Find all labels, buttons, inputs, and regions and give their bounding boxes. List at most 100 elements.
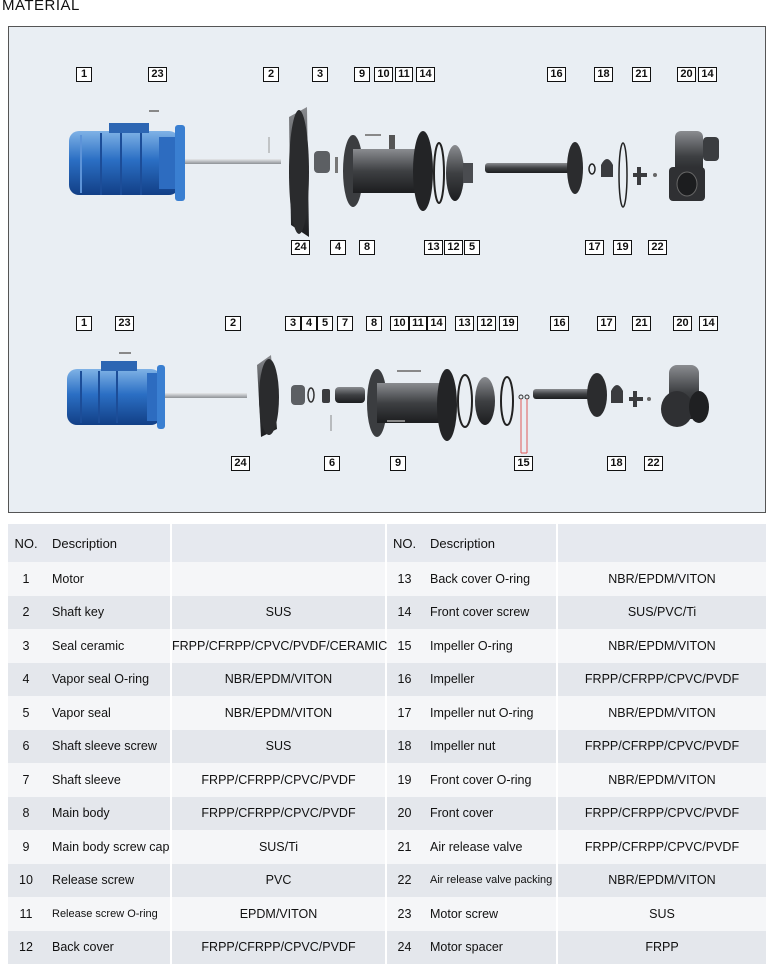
part-material: PVC [170, 863, 386, 897]
page-title: MATERIAL [2, 0, 80, 14]
part-description: Back cover [52, 940, 114, 955]
part-number: 19 [385, 763, 422, 797]
header-no: NO. [14, 535, 38, 551]
part-material: NBR/EPDM/VITON [556, 863, 766, 897]
main-body-bottom [367, 369, 457, 441]
part-description: Motor spacer [430, 940, 503, 955]
part-label: 7 [337, 316, 353, 331]
motor-bottom [67, 361, 165, 429]
part-label: 2 [225, 316, 241, 331]
part-material: NBR/EPDM/VITON [170, 696, 386, 730]
part-label: 23 [148, 67, 167, 82]
part-label: 14 [699, 316, 718, 331]
part-material: SUS/Ti [170, 830, 386, 864]
part-material: SUS/PVC/Ti [556, 595, 766, 629]
part-label: 20 [673, 316, 692, 331]
part-material: FRPP/CFRPP/CPVC/PVDF [556, 729, 766, 763]
part-number: 22 [385, 863, 422, 897]
impeller-top [485, 163, 573, 173]
part-material: FRPP/CFRPP/CPVC/PVDF [170, 930, 386, 964]
top-assembly [69, 107, 719, 237]
part-number: 13 [385, 562, 422, 596]
part-number: 14 [385, 595, 422, 629]
part-label: 14 [427, 316, 446, 331]
part-number: 18 [385, 729, 422, 763]
part-material [170, 562, 386, 596]
part-label: 10 [374, 67, 393, 82]
part-material: FRPP/CFRPP/CPVC/PVDF [170, 796, 386, 830]
part-description: Impeller nut [430, 739, 496, 754]
table-header-row: NO. Description NO. Description [8, 524, 766, 562]
part-material: SUS [170, 729, 386, 763]
header-no: NO. [385, 524, 422, 562]
part-number: 10 [19, 873, 33, 888]
part-description: Back cover O-ring [430, 571, 531, 586]
part-material: FRPP/CFRPP/CPVC/PVDF [556, 830, 766, 864]
part-label: 14 [698, 67, 717, 82]
part-material: FRPP/CFRPP/CPVC/PVDF/CERAMIC [170, 629, 387, 663]
part-description: Release screw [52, 873, 134, 888]
header-material [556, 524, 766, 562]
part-number: 15 [385, 629, 422, 663]
part-material: FRPP/CFRPP/CPVC/PVDF [170, 763, 386, 797]
part-number: 11 [19, 906, 33, 921]
part-label: 6 [324, 456, 340, 471]
part-label: 8 [366, 316, 382, 331]
part-material: NBR/EPDM/VITON [556, 629, 766, 663]
part-description: Motor [52, 571, 84, 586]
part-material: FRPP/CFRPP/CPVC/PVDF [556, 796, 766, 830]
part-number: 17 [385, 696, 422, 730]
part-label: 5 [317, 316, 333, 331]
part-label: 4 [330, 240, 346, 255]
part-label: 16 [547, 67, 566, 82]
part-label: 24 [231, 456, 250, 471]
part-number: 3 [22, 638, 30, 653]
part-label: 22 [648, 240, 667, 255]
part-number: 16 [385, 662, 422, 696]
part-number: 6 [22, 739, 30, 754]
part-label: 12 [444, 240, 463, 255]
part-material: FRPP [556, 930, 766, 964]
part-label: 13 [455, 316, 474, 331]
part-number: 23 [385, 897, 422, 931]
part-label: 3 [285, 316, 301, 331]
part-label: 1 [76, 316, 92, 331]
part-label: 15 [514, 456, 533, 471]
exploded-view-drawing [67, 107, 719, 454]
part-material: NBR/EPDM/VITON [170, 662, 386, 696]
motor-shaft-top [185, 159, 281, 164]
part-number: 9 [22, 839, 30, 854]
part-description: Impeller O-ring [430, 638, 513, 653]
front-cover-bottom [661, 365, 709, 427]
part-description: Main body screw cap [52, 839, 170, 854]
part-label: 12 [477, 316, 496, 331]
part-material: EPDM/VITON [170, 897, 386, 931]
part-label: 21 [632, 67, 651, 82]
part-label: 13 [424, 240, 443, 255]
part-label: 4 [301, 316, 317, 331]
part-label: 18 [594, 67, 613, 82]
part-description: Air release valve packing [430, 874, 553, 887]
part-number: 2 [22, 605, 30, 620]
part-number: 5 [22, 705, 30, 720]
part-description: Impeller nut O-ring [430, 705, 534, 720]
part-number: 7 [22, 772, 30, 787]
part-label: 10 [390, 316, 409, 331]
part-description: Shaft sleeve [52, 772, 121, 787]
part-material: SUS [170, 595, 386, 629]
part-label: 5 [464, 240, 480, 255]
part-material: FRPP/CFRPP/CPVC/PVDF [556, 662, 766, 696]
part-description: Shaft sleeve screw [52, 739, 157, 754]
front-cover-top [669, 131, 719, 201]
exploded-view-diagram: 1 23 2 3 9 10 11 14 16 18 21 20 14 24 4 … [8, 26, 766, 513]
part-description: Impeller [430, 672, 475, 687]
